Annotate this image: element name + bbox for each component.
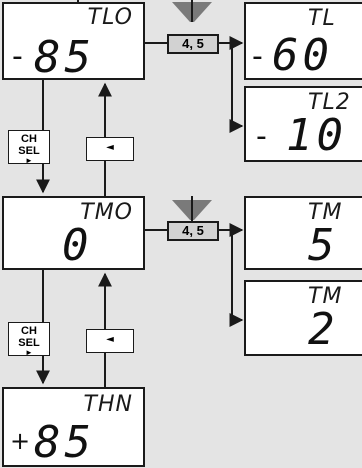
display-tmo: TMO 0 bbox=[2, 196, 145, 270]
right-arrow-icon: ► bbox=[25, 156, 33, 165]
display-value: 85 bbox=[34, 32, 95, 83]
funnel-arrow-icon bbox=[172, 0, 212, 22]
left-arrow-icon: ◄ bbox=[106, 142, 114, 153]
ch-sel-button[interactable]: CH SEL ► bbox=[8, 322, 50, 357]
display-sign: - bbox=[12, 39, 23, 74]
ch-sel-label: CH SEL bbox=[18, 133, 40, 157]
display-label: TM bbox=[308, 284, 343, 309]
display-tl: TL - 60 bbox=[244, 2, 362, 80]
left-arrow-icon: ◄ bbox=[106, 334, 114, 345]
display-tlo: TLO - 85 bbox=[2, 2, 145, 80]
display-value: 2 bbox=[308, 304, 339, 355]
display-value: 5 bbox=[308, 220, 339, 271]
right-arrow-icon: ► bbox=[25, 348, 33, 357]
ch-sel-button[interactable]: CH SEL ► bbox=[8, 130, 50, 165]
display-tl2: TL2 - 10 bbox=[244, 86, 362, 162]
display-tm-2: TM 2 bbox=[244, 280, 362, 356]
display-label: TL2 bbox=[308, 90, 351, 115]
display-thn: THN + 85 bbox=[2, 387, 145, 467]
left-arrow-button[interactable]: ◄ bbox=[86, 137, 134, 161]
display-sign: - bbox=[252, 39, 263, 74]
display-value: 10 bbox=[286, 110, 347, 161]
display-label: TMO bbox=[80, 200, 133, 225]
display-label: TM bbox=[308, 200, 343, 225]
display-value: 85 bbox=[34, 417, 95, 468]
button-code-4-5: 4, 5 bbox=[167, 34, 219, 54]
display-label: THN bbox=[83, 392, 133, 417]
display-label: TL bbox=[308, 6, 336, 31]
display-sign: - bbox=[256, 119, 267, 154]
funnel-arrow-icon bbox=[172, 196, 212, 221]
display-label: TLO bbox=[87, 5, 133, 30]
display-value: 0 bbox=[62, 220, 93, 271]
display-sign: + bbox=[10, 427, 31, 455]
ch-sel-label: CH SEL bbox=[18, 325, 40, 349]
display-value: 60 bbox=[272, 30, 333, 81]
left-arrow-button[interactable]: ◄ bbox=[86, 329, 134, 353]
button-code-4-5: 4, 5 bbox=[167, 221, 219, 241]
display-tm: TM 5 bbox=[244, 196, 362, 270]
